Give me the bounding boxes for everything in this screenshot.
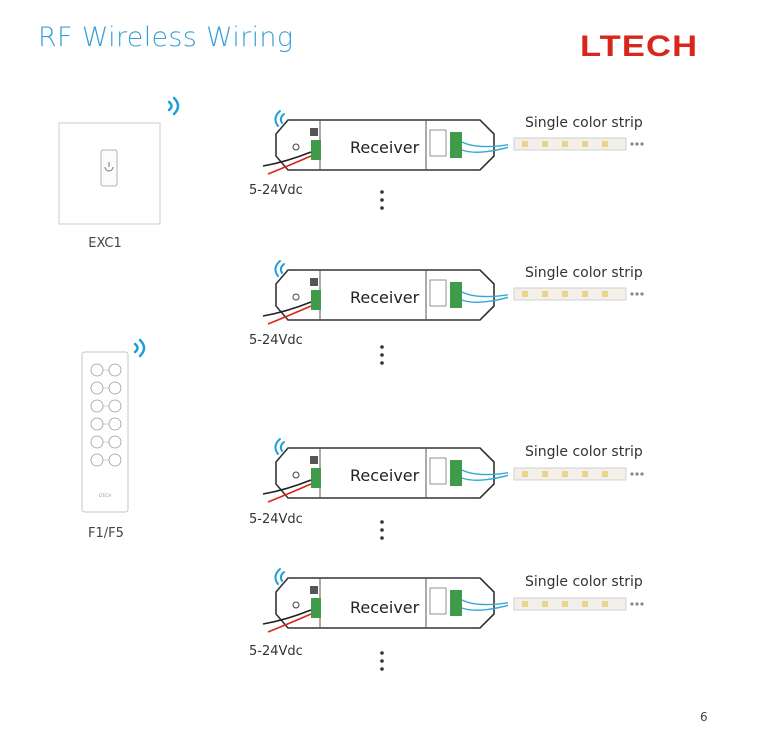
strip-label: Single color strip: [525, 265, 643, 281]
wifi-signal-icon: [274, 260, 285, 277]
receiver-unit: [262, 568, 508, 633]
more-dots: [380, 651, 384, 671]
receiver-label: Receiver: [350, 466, 420, 485]
voltage-label: 5-24Vdc: [249, 512, 303, 527]
wifi-signal-icon: [167, 96, 180, 116]
receiver-row: Receiver 5-24Vdc Single color strip: [0, 100, 759, 210]
receiver-unit: [262, 260, 508, 325]
receiver-unit: [262, 438, 508, 503]
f1-f5-remote: LTECH: [81, 338, 146, 513]
receiver-row: Receiver 5-24Vdc Single color strip: [0, 250, 759, 365]
more-dots: [380, 520, 384, 540]
remote-buttons: [90, 363, 122, 467]
led-strip: [513, 287, 644, 301]
strip-label: Single color strip: [525, 115, 643, 131]
receiver-unit: [262, 110, 508, 175]
remote-brand-mark: LTECH: [99, 493, 111, 498]
wifi-signal-icon: [274, 110, 285, 127]
more-dots: [380, 190, 384, 210]
more-dots: [380, 345, 384, 365]
page-title: RF Wireless Wiring: [38, 22, 294, 53]
wifi-signal-icon: [133, 338, 146, 358]
power-icon: [104, 162, 114, 172]
led-strip: [513, 137, 644, 151]
voltage-label: 5-24Vdc: [249, 183, 303, 198]
led-strip: [513, 597, 644, 611]
receiver-label: Receiver: [350, 598, 420, 617]
f1-f5-label: F1/F5: [88, 526, 124, 541]
page-number: 6: [700, 710, 708, 724]
receiver-label: Receiver: [350, 138, 420, 157]
receiver-row: Receiver 5-24Vdc Single color strip: [0, 558, 759, 671]
receiver-row: Receiver 5-24Vdc Single color strip: [0, 428, 759, 540]
exc1-wall-panel: [58, 96, 180, 225]
strip-label: Single color strip: [525, 574, 643, 590]
wifi-signal-icon: [274, 568, 285, 585]
strip-label: Single color strip: [525, 444, 643, 460]
exc1-label: EXC1: [88, 236, 122, 251]
voltage-label: 5-24Vdc: [249, 644, 303, 659]
ltech-logo: LTECH: [580, 30, 699, 63]
wifi-signal-icon: [274, 438, 285, 455]
receiver-label: Receiver: [350, 288, 420, 307]
led-strip: [513, 467, 644, 481]
voltage-label: 5-24Vdc: [249, 333, 303, 348]
